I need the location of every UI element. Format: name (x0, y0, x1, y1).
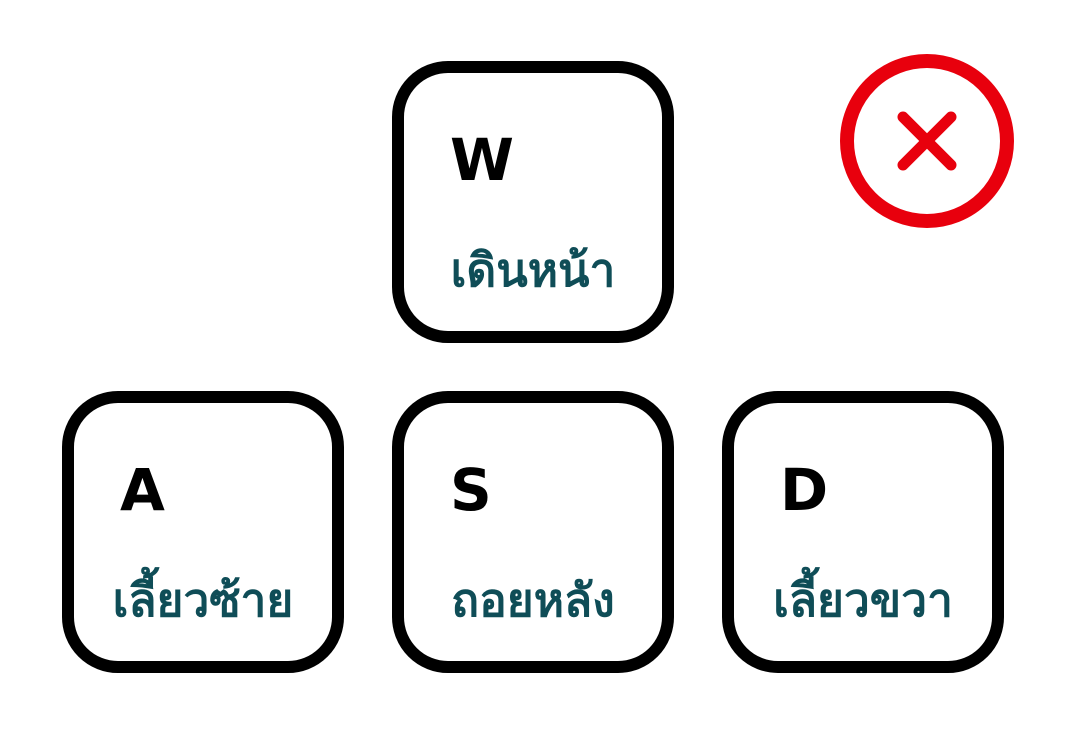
key-action-turn-right: เลี้ยวขวา (773, 573, 953, 627)
key-s[interactable]: S ถอยหลัง (392, 391, 674, 673)
key-w[interactable]: W เดินหน้า (392, 61, 674, 343)
key-letter-d: D (780, 456, 829, 524)
key-action-turn-left: เลี้ยวซ้าย (112, 573, 294, 627)
close-button[interactable] (840, 54, 1014, 228)
close-icon (897, 111, 957, 171)
key-action-forward: เดินหน้า (450, 243, 616, 297)
key-action-backward: ถอยหลัง (451, 573, 615, 627)
key-d[interactable]: D เลี้ยวขวา (722, 391, 1004, 673)
key-letter-w: W (450, 126, 514, 194)
key-letter-s: S (450, 456, 492, 524)
key-a[interactable]: A เลี้ยวซ้าย (62, 391, 344, 673)
key-letter-a: A (120, 456, 165, 524)
